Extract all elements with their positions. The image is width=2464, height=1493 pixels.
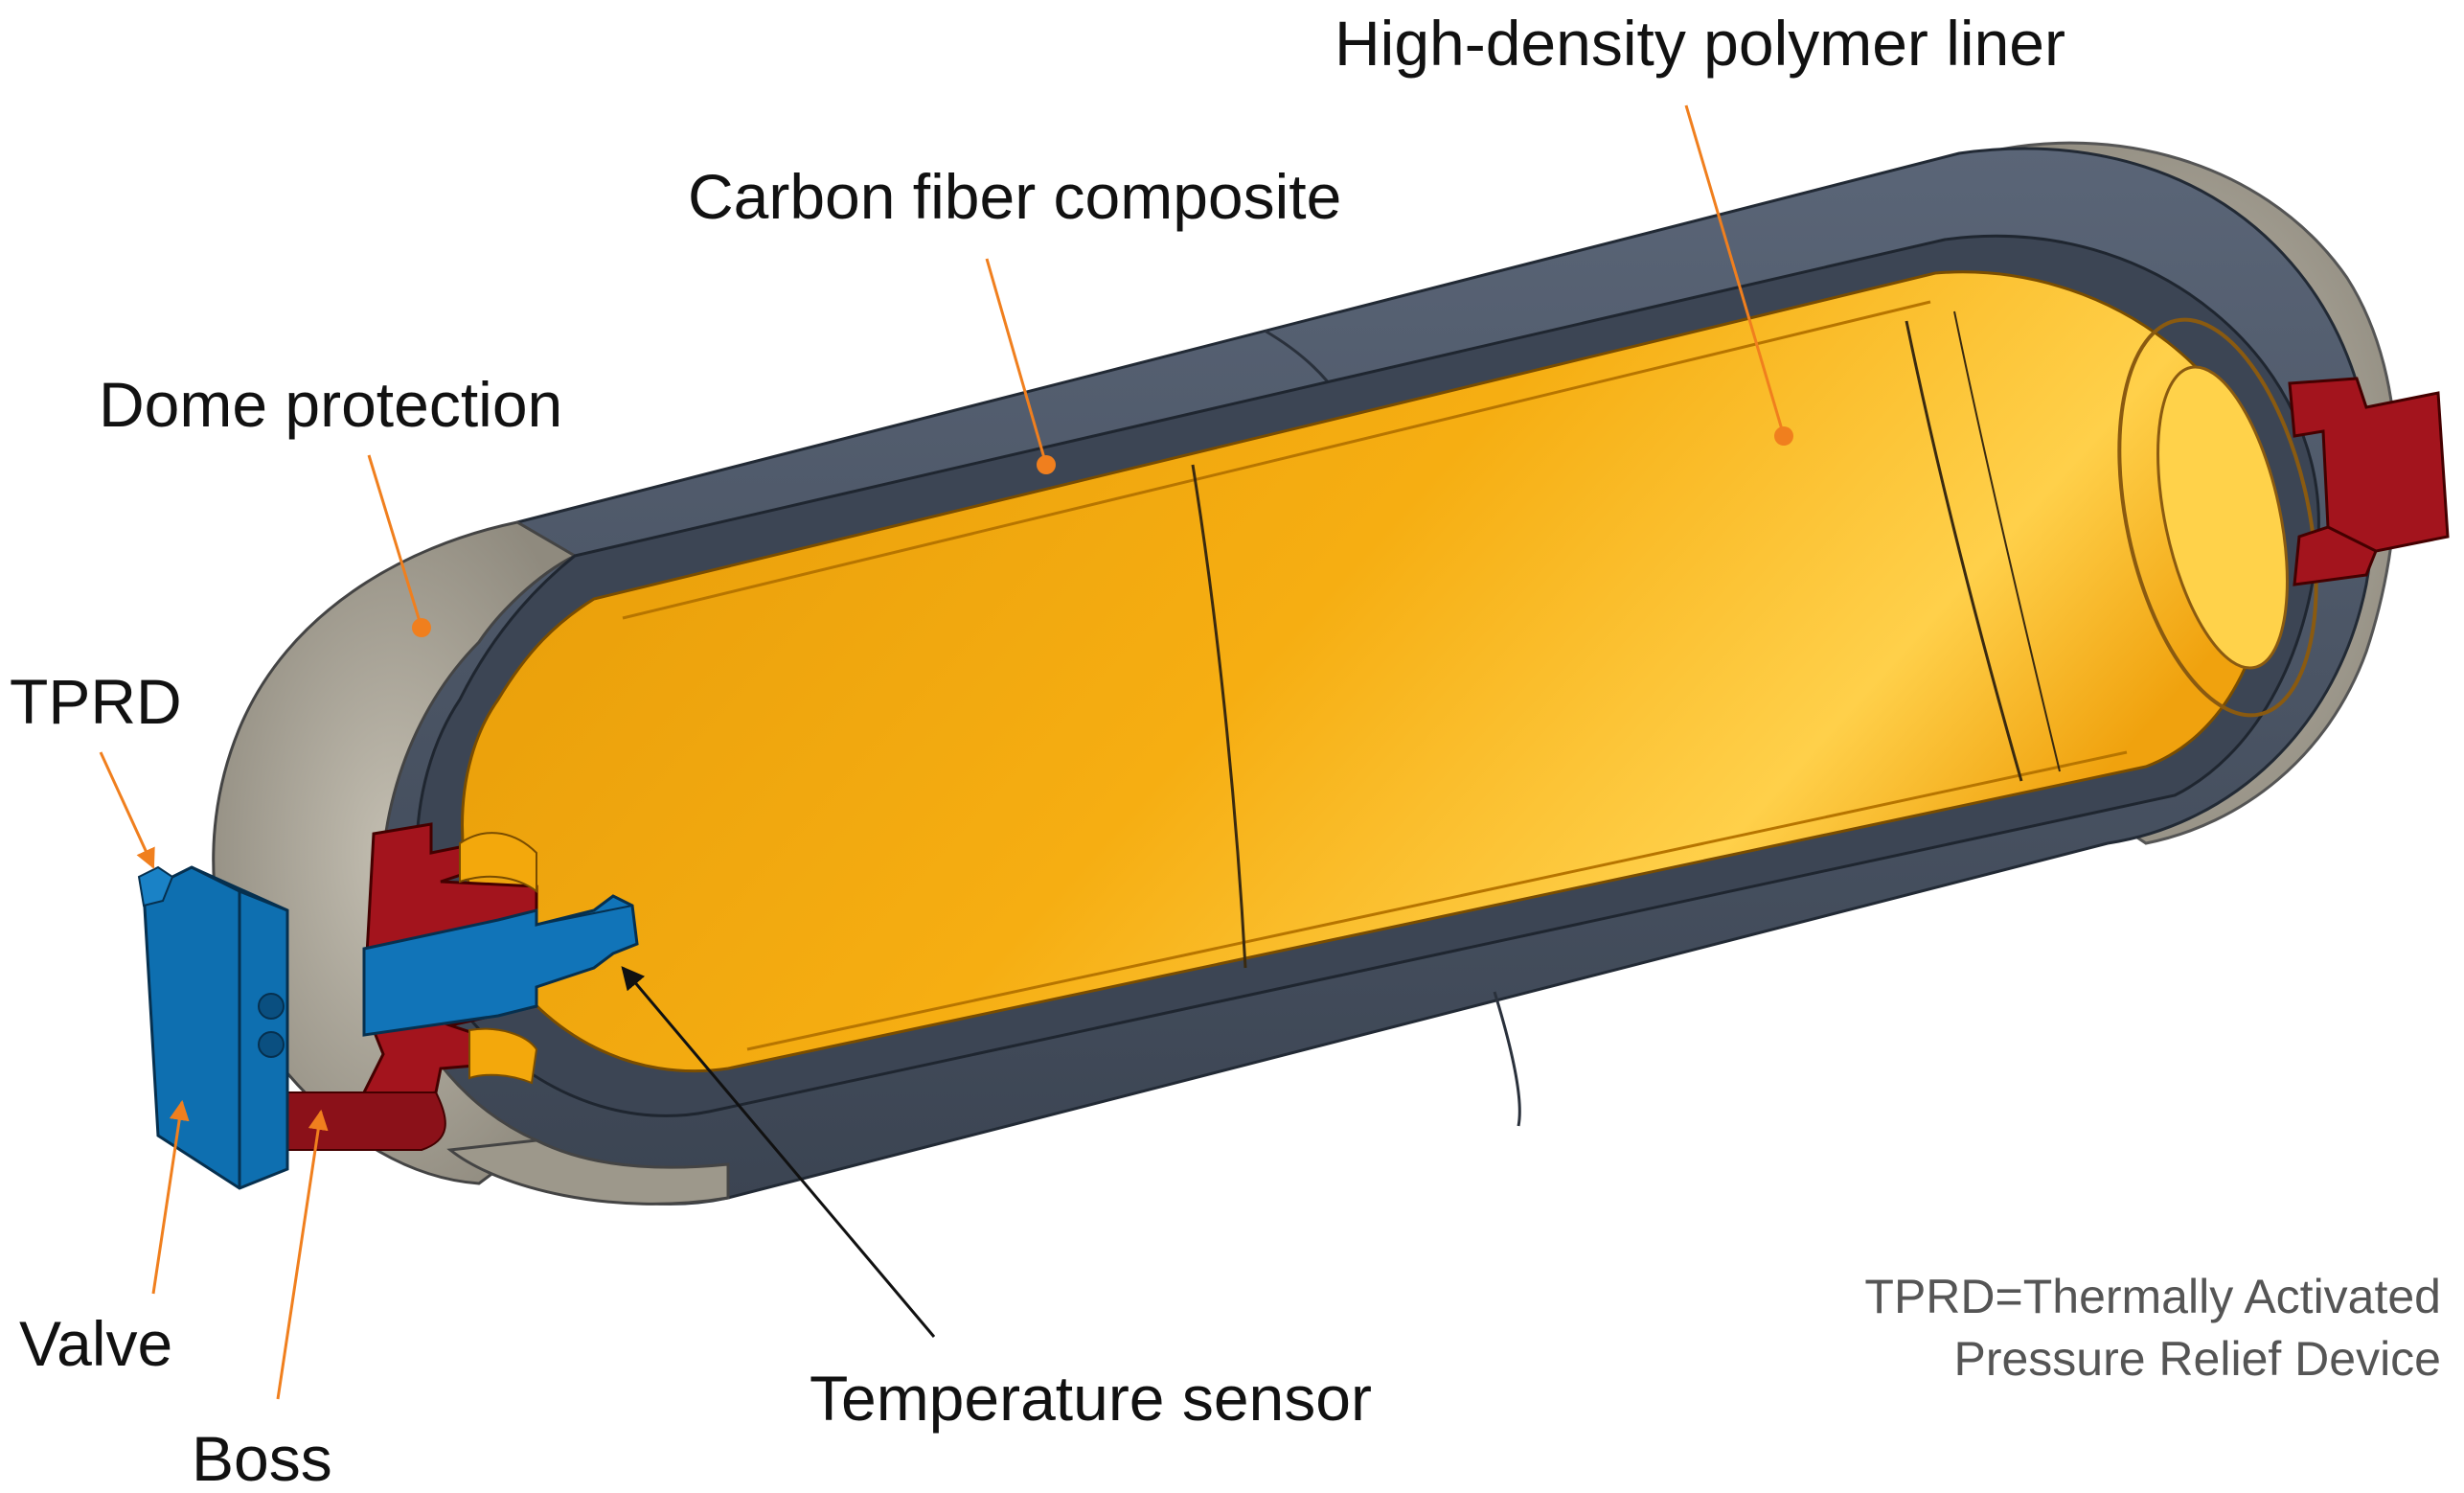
left-dome-cap <box>212 520 579 1185</box>
label-temperature-sensor: Temperature sensor <box>810 1363 1372 1434</box>
label-valve: Valve <box>19 1308 172 1379</box>
right-boss <box>2288 377 2450 586</box>
temperature-sensor <box>362 894 639 1037</box>
leader-lines <box>99 104 1793 1400</box>
tprd-note-line1: TPRD=Thermally Activated <box>1864 1270 2441 1323</box>
label-liner: High-density polymer liner <box>1335 8 2065 79</box>
valve-body <box>142 865 289 1190</box>
label-dome-protection: Dome protection <box>99 369 562 440</box>
label-tprd: TPRD <box>10 666 182 737</box>
label-carbon-fiber: Carbon fiber composite <box>688 161 1341 232</box>
tprd-note-line2: Pressure Relief Device <box>1953 1332 2441 1386</box>
label-boss: Boss <box>192 1423 332 1493</box>
